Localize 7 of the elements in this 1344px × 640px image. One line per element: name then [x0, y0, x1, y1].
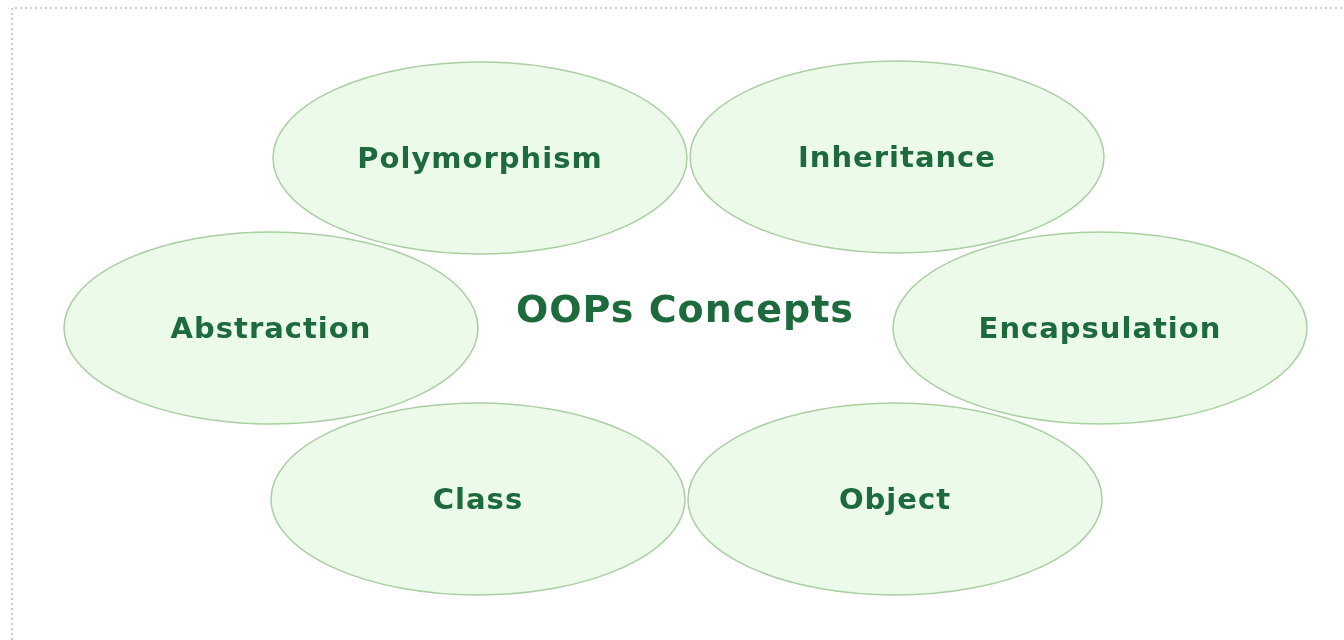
diagram-title: OOPs Concepts	[515, 288, 855, 330]
concept-label: Inheritance	[798, 140, 996, 174]
concept-label: Object	[838, 482, 952, 516]
concept-label: Class	[432, 482, 524, 516]
concept-label: Polymorphism	[357, 141, 603, 175]
concept-label: Encapsulation	[978, 311, 1222, 345]
concept-label: Abstraction	[170, 311, 372, 345]
